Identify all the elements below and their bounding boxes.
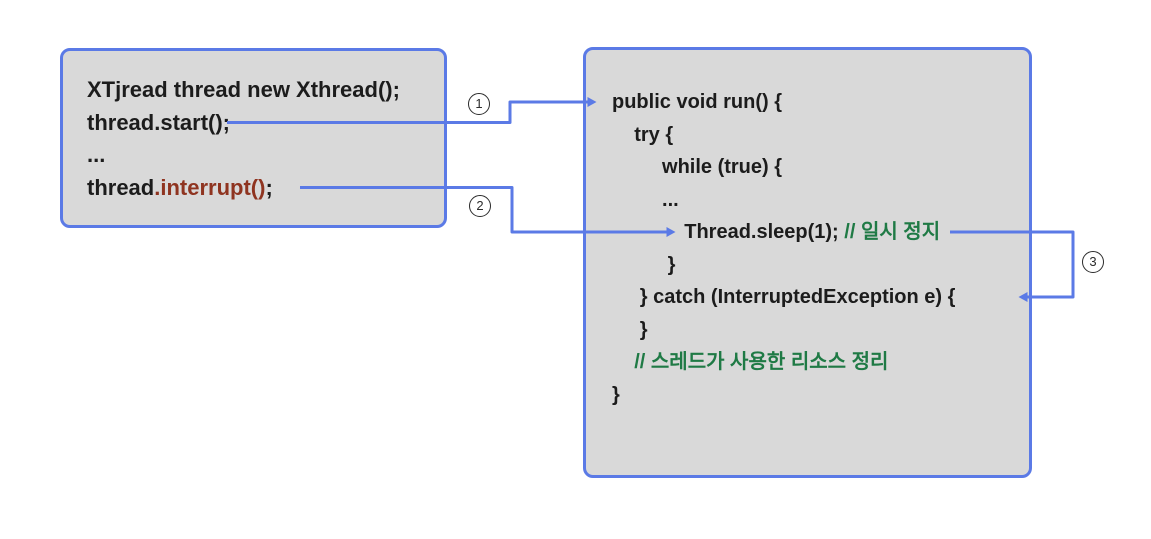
code-line: ... — [612, 184, 1029, 217]
code-segment: } — [612, 318, 648, 341]
run-method-code-box: public void run() { try { while (true) {… — [583, 47, 1032, 478]
code-line: // 스레드가 사용한 리소스 정리 — [612, 346, 1029, 379]
code-line: thread.interrupt(); — [87, 172, 444, 205]
code-segment: ... — [612, 188, 679, 211]
code-line: try { — [612, 119, 1029, 152]
code-segment: } catch (InterruptedException e) { — [612, 286, 956, 308]
caller-code-box: XTjread thread new Xthread(); thread.star… — [60, 48, 447, 228]
code-line: public void run() { — [612, 86, 1029, 119]
code-segment: .interrupt() — [154, 174, 266, 200]
code-segment: } — [612, 383, 620, 406]
circled-number-2: 2 — [469, 195, 491, 217]
code-segment: Thread.sleep(1); — [612, 221, 845, 243]
code-line: while (true) { — [612, 151, 1029, 184]
code-line: } catch (InterruptedException e) { — [612, 281, 1029, 314]
code-segment: XTjread thread new Xthread(); — [87, 77, 400, 102]
code-segment: // 일시 정지 — [844, 221, 941, 243]
code-segment: ; — [265, 174, 273, 200]
code-segment — [612, 351, 634, 373]
code-line: } — [612, 379, 1029, 412]
code-line: Thread.sleep(1); // 일시 정지 — [612, 216, 1029, 249]
code-segment: // 스레드가 사용한 리소스 정리 — [634, 351, 889, 373]
code-segment: thread.start(); — [87, 109, 231, 135]
code-segment: try { — [612, 123, 674, 146]
circled-number-1: 1 — [468, 93, 490, 115]
code-line: ... — [87, 139, 444, 172]
code-line: thread.start(); — [87, 107, 444, 140]
code-line: XTjread thread new Xthread(); — [87, 74, 444, 107]
code-segment: thread — [87, 174, 155, 200]
code-segment: ... — [87, 142, 106, 167]
code-line: } — [612, 249, 1029, 282]
code-segment: while (true) { — [612, 156, 783, 178]
code-segment: public void run() { — [612, 91, 782, 113]
code-line: } — [612, 314, 1029, 347]
code-segment: } — [612, 253, 676, 276]
circled-number-3: 3 — [1082, 251, 1104, 273]
